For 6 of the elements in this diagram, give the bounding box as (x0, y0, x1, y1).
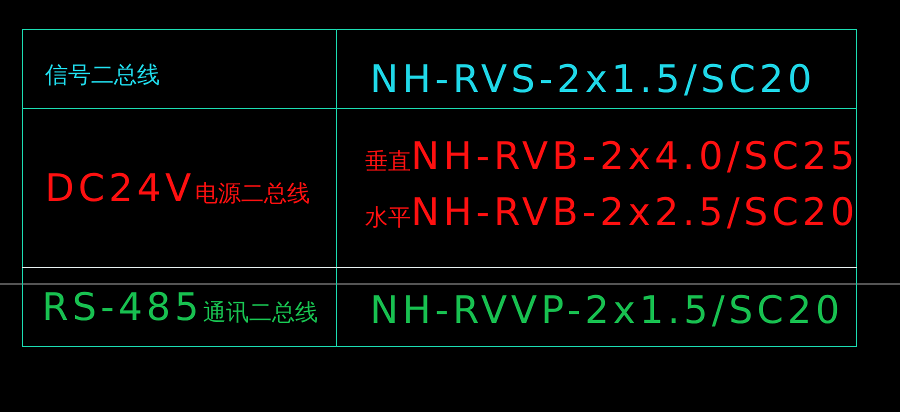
cable-spec-label: NH-RVS-2x1.5/SC20 (370, 60, 816, 98)
cable-type-label: 信号二总线 (45, 64, 160, 88)
cable-type-label: DC24V电源二总线 (45, 169, 310, 207)
cable-spec-label: 水平NH-RVB-2x2.5/SC20 (365, 193, 859, 231)
cable-spec-label: NH-RVVP-2x1.5/SC20 (370, 291, 844, 329)
cable-spec-label: 垂直NH-RVB-2x4.0/SC25 (365, 137, 859, 175)
